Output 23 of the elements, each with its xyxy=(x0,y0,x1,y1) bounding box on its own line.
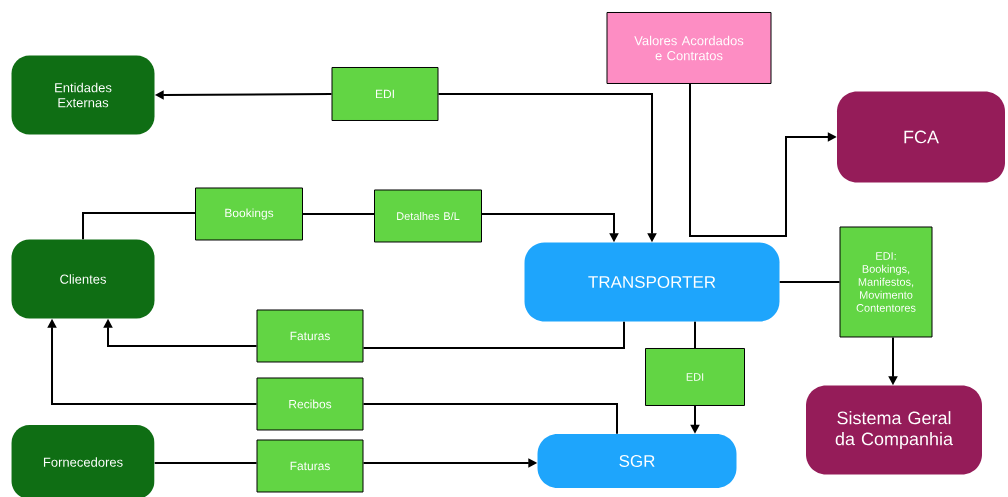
flow-label-box: Detalhes B/L xyxy=(374,189,482,243)
connector-line xyxy=(778,281,841,283)
system-box: TRANSPORTER xyxy=(524,242,780,322)
connector-line xyxy=(694,320,696,349)
connector-line xyxy=(362,403,618,435)
flow-label-box: EDI xyxy=(645,348,745,406)
connector-line xyxy=(302,213,375,215)
system-box: Sistema Geral da Companhia xyxy=(806,385,982,475)
flow-label-box: Recibos xyxy=(256,377,364,431)
entity-box: Clientes xyxy=(11,239,155,319)
entity-box: Entidades Externas xyxy=(11,55,155,135)
flow-label-box: Faturas xyxy=(256,439,364,493)
flow-label-box: EDI: Bookings, Manifestos, Movimento Contentores xyxy=(839,226,933,338)
connector-line xyxy=(362,320,625,349)
connector-line xyxy=(82,212,196,241)
flow-label-box: Bookings xyxy=(195,187,303,241)
entity-box: Fornecedores xyxy=(11,425,155,497)
contract-box: Valores Acordados e Contratos xyxy=(606,12,772,84)
flow-label-box: Faturas xyxy=(256,309,364,363)
system-box: SGR xyxy=(537,434,737,488)
system-box: FCA xyxy=(837,91,1005,183)
connector-line xyxy=(153,462,258,464)
flow-label-box: EDI xyxy=(331,67,439,121)
